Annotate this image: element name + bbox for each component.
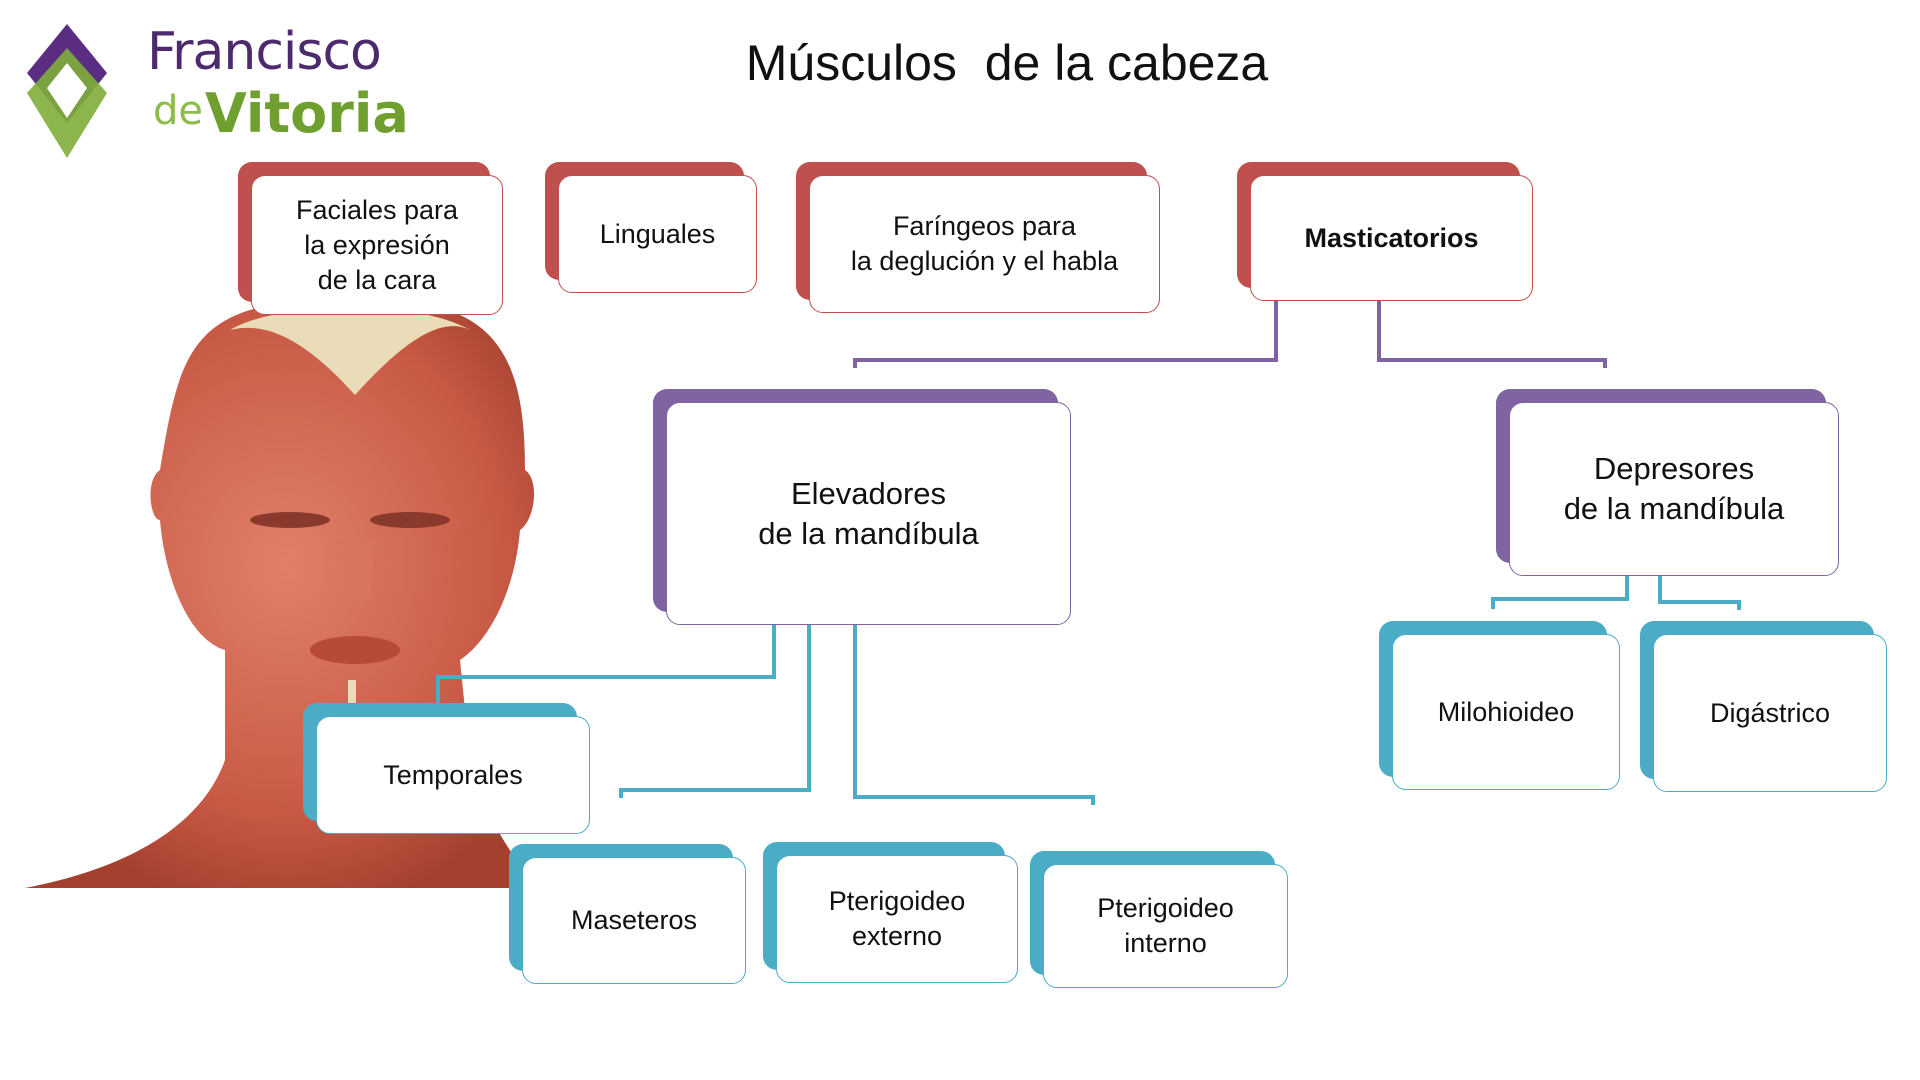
node-faringeos: Faríngeos para la deglución y el habla: [796, 162, 1160, 313]
node-depresores: Depresores de la mandíbula: [1496, 389, 1839, 576]
node-faciales: Faciales para la expresión de la cara: [238, 162, 503, 315]
connector-masticatorios-depresores: [1377, 301, 1607, 368]
connector-elevadores-pterigoideos: [853, 625, 1095, 805]
page-title: Músculos de la cabeza: [745, 35, 1269, 91]
logo-text-vitoria: Vitoria: [205, 82, 409, 145]
connector-elevadores-temporales: [436, 625, 776, 716]
connector-depresores-milohioideo: [1491, 576, 1629, 609]
connector-depresores-digastrico: [1658, 576, 1741, 610]
node-milohioideo: Milohioideo: [1379, 621, 1620, 790]
node-pterigoideo-interno: Pterigoideo interno: [1030, 851, 1288, 988]
logo-text-francisco: Francisco: [147, 22, 382, 82]
logo-diamond-icon: [27, 24, 107, 158]
node-elevadores: Elevadores de la mandíbula: [653, 389, 1071, 625]
node-pterigoideo-externo: Pterigoideo externo: [763, 842, 1018, 983]
node-temporales: Temporales: [303, 703, 590, 834]
node-maseteros: Maseteros: [509, 844, 746, 984]
connector-elevadores-maseteros: [619, 625, 811, 798]
logo-text-de: de: [153, 88, 203, 134]
node-digastrico: Digástrico: [1640, 621, 1887, 792]
node-masticatorios: Masticatorios: [1237, 162, 1533, 301]
connector-masticatorios-elevadores: [853, 301, 1278, 368]
node-linguales: Linguales: [545, 162, 757, 293]
